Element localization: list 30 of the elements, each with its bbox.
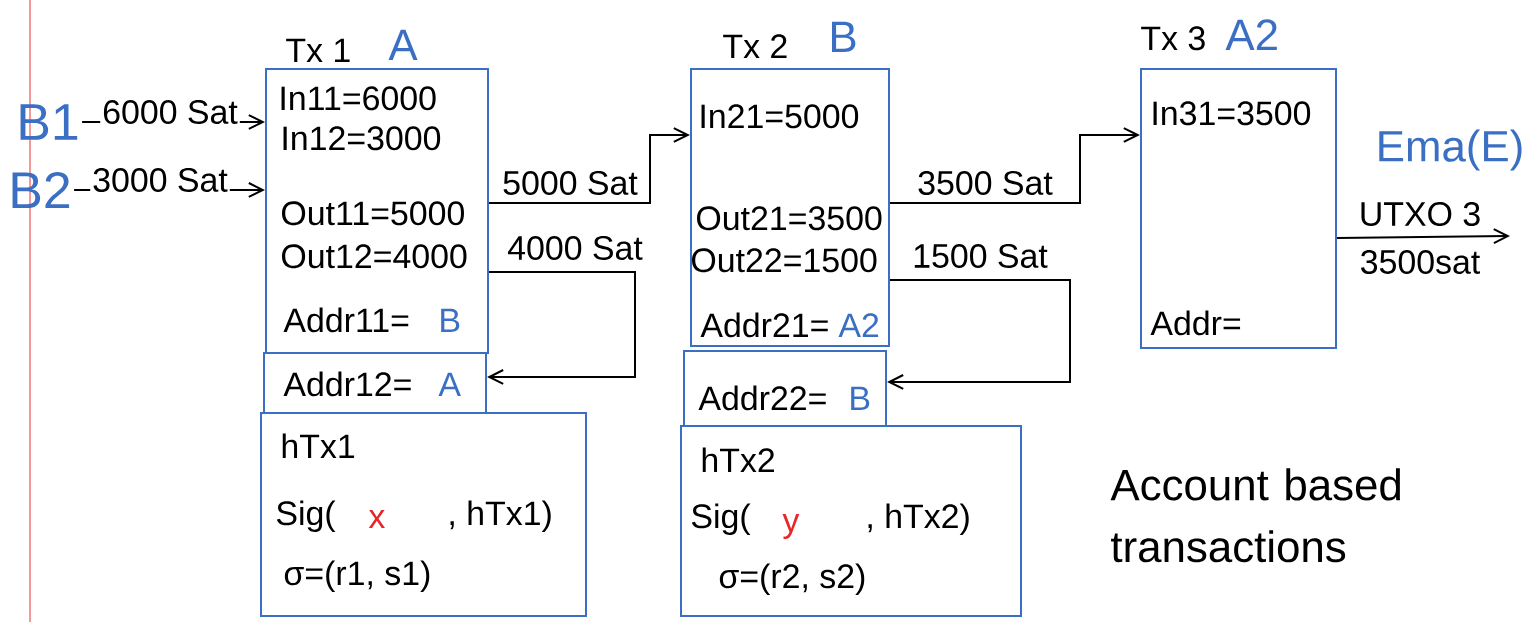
arrow (887, 279, 1071, 390)
node-label: Tx 2 (723, 34, 787, 58)
note-text: Account based transactions (1110, 468, 1400, 563)
arrow (487, 271, 636, 385)
currency-label: Ema(E) (1373, 127, 1527, 173)
arrow (1336, 228, 1510, 245)
arrow (889, 127, 1140, 204)
amount-label: 3500sat (1357, 248, 1483, 276)
node-label: A2 (1225, 19, 1277, 50)
source-label: B2 (12, 171, 70, 209)
signature-box: hTx2 Sig( y , hTx2) σ=(r2, s2) (680, 425, 1022, 617)
transaction-box: Tx 3 A2 In31=3500 Addr= (1140, 19, 1337, 349)
node-label: A (388, 29, 418, 60)
address-box: Addr22= B (683, 350, 887, 427)
address-box: Addr12= A (263, 352, 487, 414)
arrow (488, 127, 690, 204)
edge-label: 5000 Sat (500, 169, 640, 197)
source-label: B1 (20, 104, 78, 140)
edge-label: 1500 Sat (910, 242, 1050, 270)
transaction-box: Tx 2 B In21=5000 Out21=3500 Out22=1500 Addr21= A2 (690, 21, 890, 347)
node-label: Tx 1 (286, 38, 350, 62)
edge-label: 3500 Sat (915, 169, 1055, 197)
node-label: Tx 3 (1141, 26, 1205, 51)
edge-label: UTXO 3 (1356, 200, 1484, 228)
transaction-box: Tx 1 A In11=6000 In12=3000 Out11=5000 Out12=4000 Addr11= B (265, 29, 489, 354)
signature-box: hTx1 Sig( x , hTx1) σ=(r1, s1) (260, 412, 587, 617)
edge-label: 4000 Sat (505, 234, 645, 262)
edge-label: 3000 Sat (90, 166, 230, 194)
node-label: B (832, 21, 856, 52)
edge-label: 6000 Sat (100, 98, 240, 126)
